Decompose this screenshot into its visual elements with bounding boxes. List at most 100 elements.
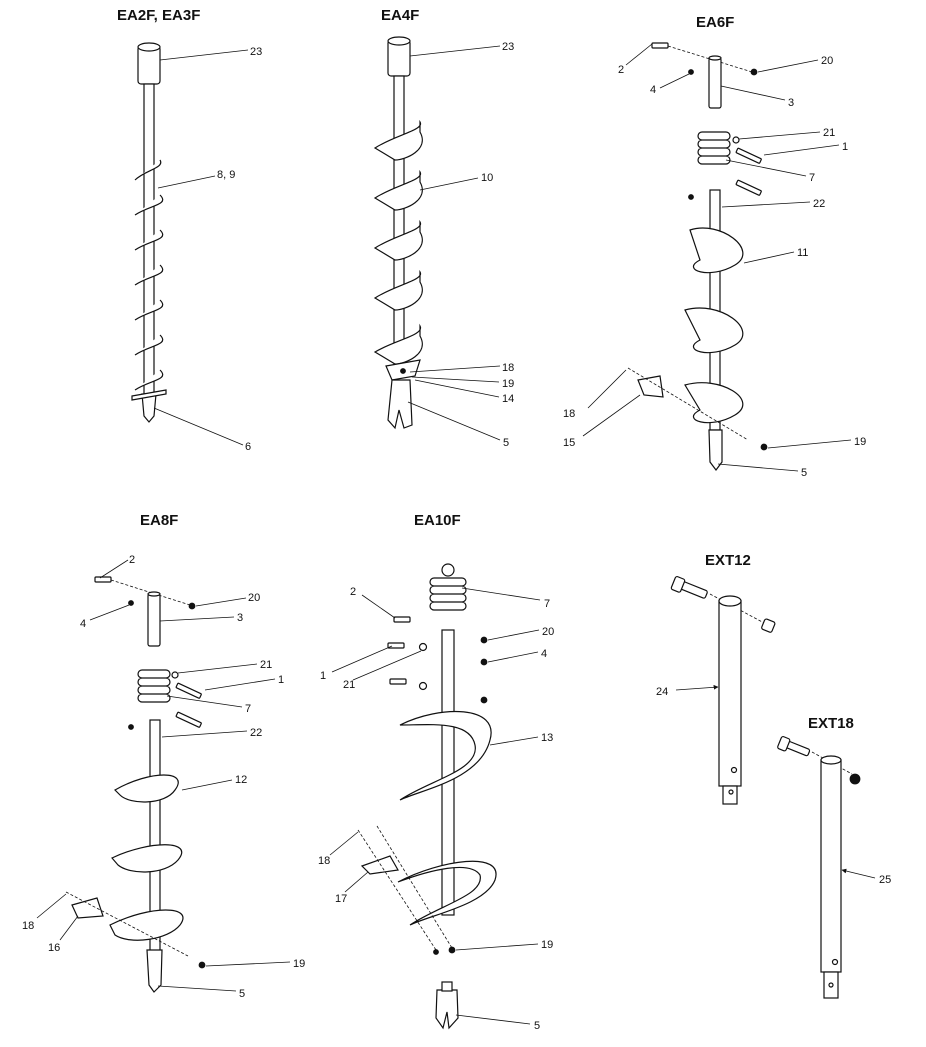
callout-ea6f-15: 15 xyxy=(563,437,575,449)
nut-19 xyxy=(198,961,206,969)
callout-ea6f-1: 1 xyxy=(842,141,848,153)
nut-19 xyxy=(448,946,456,954)
washer-21 xyxy=(732,136,740,144)
extension-ext18 xyxy=(777,736,861,999)
callout-ea10f-17: 17 xyxy=(335,893,347,905)
bolt-2 xyxy=(94,576,112,583)
auger-ea8f xyxy=(65,576,206,993)
auger-ea4f xyxy=(373,36,423,430)
callout-ea8f-5: 5 xyxy=(239,988,245,1000)
callout-ea6f-5: 5 xyxy=(801,467,807,479)
callout-ea8f-22: 22 xyxy=(250,727,262,739)
callout-ea10f-7: 7 xyxy=(544,598,550,610)
fishtail-point-5 xyxy=(146,949,163,993)
callout-ea8f-4: 4 xyxy=(80,618,86,630)
callout-ea4f-10: 10 xyxy=(481,172,493,184)
callout-ea2f-6: 6 xyxy=(245,441,251,453)
flighting-13 xyxy=(397,710,497,926)
callout-ea10f-20: 20 xyxy=(542,626,554,638)
nut-19 xyxy=(760,443,768,451)
callout-ea6f-18: 18 xyxy=(563,408,575,420)
washer-21 xyxy=(171,671,179,679)
flighting xyxy=(373,119,423,365)
auger-shaft xyxy=(393,75,405,377)
fishtail-point-5 xyxy=(435,989,459,1030)
adapter-3 xyxy=(147,593,161,647)
callout-ea6f-20: 20 xyxy=(821,55,833,67)
callout-ea4f-5: 5 xyxy=(503,437,509,449)
nut-20 xyxy=(750,68,758,76)
callout-ea8f-3: 3 xyxy=(237,612,243,624)
callout-ea10f-4: 4 xyxy=(541,648,547,660)
callout-ea10f-1: 1 xyxy=(320,670,326,682)
callout-ea10f-21: 21 xyxy=(343,679,355,691)
washer-21 xyxy=(418,642,428,652)
callout-ea4f-23: 23 xyxy=(502,41,514,53)
callout-ea8f-18: 18 xyxy=(22,920,34,932)
callout-ea6f-3: 3 xyxy=(788,97,794,109)
bolt-1b xyxy=(175,711,202,728)
title-ea6f: EA6F xyxy=(696,14,734,31)
callout-ea6f-11: 11 xyxy=(797,247,808,259)
callout-ea6f-19: 19 xyxy=(854,436,866,448)
spring-7 xyxy=(429,577,467,611)
washer-4 xyxy=(128,600,134,606)
auger-ea2f-ea3f xyxy=(131,42,167,423)
hex-drive-cap-top xyxy=(137,42,161,52)
callout-ea8f-19: 19 xyxy=(293,958,305,970)
callout-ea10f-2: 2 xyxy=(350,586,356,598)
callout-ea8f-1: 1 xyxy=(278,674,284,686)
hex-drive-cap xyxy=(137,45,161,85)
washer-4 xyxy=(688,69,694,75)
fishtail-point xyxy=(387,379,413,430)
adapter-3 xyxy=(708,57,722,109)
extension-ext12 xyxy=(670,576,776,805)
auger-ea6f xyxy=(627,42,768,471)
auger-shaft xyxy=(441,629,455,916)
title-ext18: EXT18 xyxy=(808,715,854,732)
callout-ea10f-19: 19 xyxy=(541,939,553,951)
nut xyxy=(761,618,776,633)
title-ea4f: EA4F xyxy=(381,7,419,24)
callout-ext18-25: 25 xyxy=(879,874,891,886)
flighting-12 xyxy=(109,774,184,941)
title-ext12: EXT12 xyxy=(705,552,751,569)
spring-7 xyxy=(137,669,171,703)
flighting-11 xyxy=(684,227,744,424)
cutting-edge xyxy=(131,389,167,401)
nut xyxy=(849,773,861,785)
nut-20 xyxy=(188,602,196,610)
title-ea10f: EA10F xyxy=(414,512,461,529)
callout-ea10f-5: 5 xyxy=(534,1020,540,1032)
cutter-blade-17 xyxy=(360,855,399,875)
hex-drive-cap-top xyxy=(387,36,411,46)
title-ea8f: EA8F xyxy=(140,512,178,529)
bolt-1b xyxy=(389,678,407,685)
cutter-blade-16 xyxy=(71,897,104,919)
callout-ea8f-20: 20 xyxy=(248,592,260,604)
callout-ea10f-18: 18 xyxy=(318,855,330,867)
bolt-2 xyxy=(393,616,411,623)
callout-ea4f-14: 14 xyxy=(502,393,514,405)
nut-4 xyxy=(480,658,488,666)
callout-ea6f-22: 22 xyxy=(813,198,825,210)
callout-ea6f-2: 2 xyxy=(618,64,624,76)
callout-ea2f-8-9: 8, 9 xyxy=(217,169,235,181)
callout-ea6f-21: 21 xyxy=(823,127,835,139)
callout-ea10f-13: 13 xyxy=(541,732,553,744)
callout-ea8f-21: 21 xyxy=(260,659,272,671)
bolt-2 xyxy=(651,42,669,49)
callout-ea8f-7: 7 xyxy=(245,703,251,715)
bolt-1b xyxy=(735,179,762,196)
callout-ext12-24: 24 xyxy=(656,686,668,698)
cutter-blade-15 xyxy=(637,375,664,398)
nut-20 xyxy=(480,636,488,644)
flighting xyxy=(134,159,164,391)
callout-ea6f-7: 7 xyxy=(809,172,815,184)
bolt-1 xyxy=(735,147,762,164)
extension-tube xyxy=(718,600,742,787)
extension-tube xyxy=(820,759,842,973)
auger-ea10f xyxy=(357,563,497,1030)
callout-ea8f-16: 16 xyxy=(48,942,60,954)
